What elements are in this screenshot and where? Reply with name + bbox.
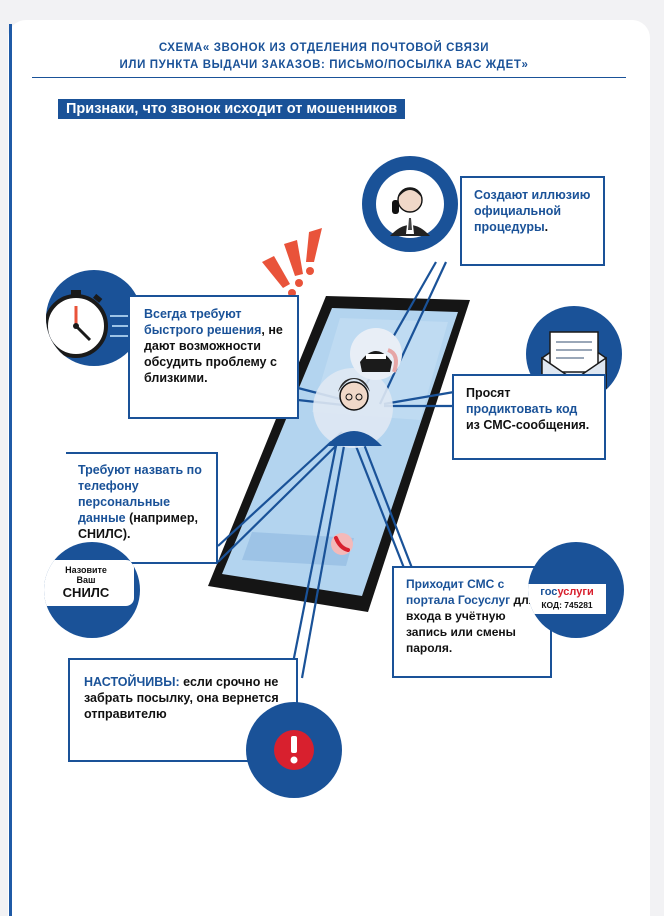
gosuslugi-code: КОД: 745281: [541, 600, 593, 610]
alert-exclamation-icon: [262, 228, 322, 297]
sign-official-blue: Создают иллюзию официальной процедуры: [474, 188, 591, 234]
left-accent-rule: [9, 24, 12, 916]
officer-circle: [362, 156, 458, 252]
snils-circle: Назовите Ваш СНИЛС: [44, 542, 140, 638]
gosuslugi-circle: госуслуги КОД: 745281: [528, 542, 624, 638]
scheme-header: СХЕМА« ЗВОНОК ИЗ ОТДЕЛЕНИЯ ПОЧТОВОЙ СВЯЗ…: [20, 40, 628, 74]
sign-personal-blue: Требуют назвать по телефону персональные…: [78, 463, 202, 525]
stopwatch-circle: [46, 270, 142, 366]
fraudster-icon: [360, 348, 398, 373]
stopwatch-icon: [46, 290, 138, 358]
sign-sms-blue: Приходит СМС с портала Госуслуг: [406, 577, 511, 607]
sign-code-blue: продиктовать код: [466, 402, 578, 416]
snils-line-1: Назовите: [65, 565, 107, 575]
sign-sms-tail: для входа в учётную запись или смены пар…: [406, 593, 536, 655]
sign-official-box: Создают иллюзию официальной процедуры.: [460, 176, 605, 266]
warning-circle: [246, 702, 342, 798]
sign-code-start: Просят: [466, 386, 511, 400]
gosuslugi-logo: госуслуги: [528, 585, 606, 599]
sign-personal-tail: (например, СНИЛС).: [78, 511, 198, 541]
snils-line-2: Ваш: [76, 575, 96, 585]
woman-avatar-icon: [326, 378, 382, 446]
sign-code-tail: из СМС-сообщения.: [466, 418, 590, 432]
gosuslugi-sms-card: госуслуги КОД: 745281: [528, 584, 606, 614]
gosuslugi-uslugi: услуги: [557, 586, 594, 598]
snils-line-3: СНИЛС: [62, 585, 110, 600]
gosuslugi-gos: гос: [540, 586, 558, 598]
section-banner: Признаки, что звонок исходит от мошенник…: [58, 99, 406, 119]
businessman-on-phone-icon: [390, 187, 430, 236]
sign-speed-box: Всегда требуют быстрого решения, не дают…: [128, 295, 299, 419]
header-line-2: ИЛИ ПУНКТА ВЫДАЧИ ЗАКАЗОВ: ПИСЬМО/ПОСЫЛК…: [119, 59, 529, 71]
sign-official-tail: .: [544, 220, 549, 234]
warning-exclamation-icon: [274, 730, 314, 770]
sign-insistent-tail: если срочно не забрать посылку, она верн…: [84, 675, 279, 721]
sign-code-box: Просят продиктовать код из СМС-сообщения…: [452, 374, 606, 460]
header-divider: [32, 77, 626, 78]
sign-sms-box: Приходит СМС с портала Госуслуг для вход…: [392, 566, 552, 678]
sign-speed-tail: , не дают возможности обсудить проблему …: [144, 323, 283, 385]
snils-speech-bubble: Назовите Ваш СНИЛС: [44, 560, 134, 606]
header-line-1: СХЕМА« ЗВОНОК ИЗ ОТДЕЛЕНИЯ ПОЧТОВОЙ СВЯЗ…: [158, 42, 490, 54]
sign-insistent-blue: НАСТОЙЧИВЫ:: [84, 675, 180, 689]
sign-speed-blue: Всегда требуют быстрого решения: [144, 307, 262, 337]
